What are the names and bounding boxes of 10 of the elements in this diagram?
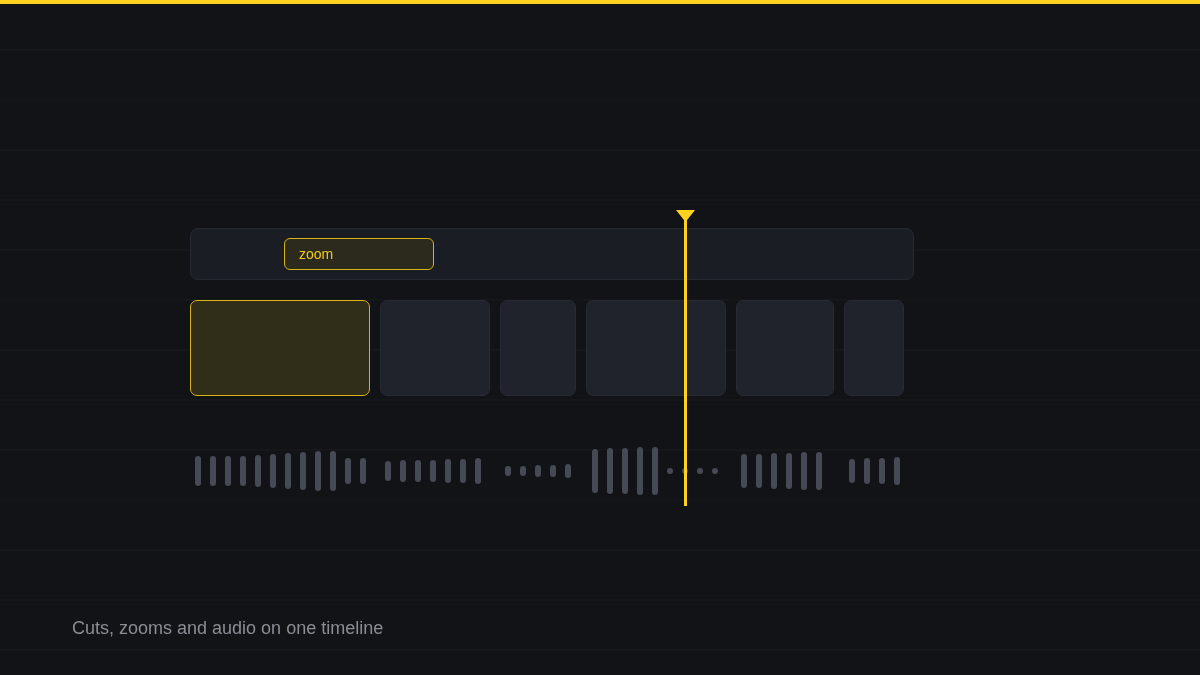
video-clip	[844, 300, 904, 396]
video-clip	[736, 300, 834, 396]
zoom-track	[190, 228, 914, 280]
video-clip	[586, 300, 726, 396]
video-clip	[380, 300, 490, 396]
caption: Cuts, zooms and audio on one timeline	[72, 618, 384, 639]
segment-label: zoom	[299, 246, 334, 262]
video-clip	[190, 300, 370, 396]
video-clip	[500, 300, 576, 396]
zoom-segment	[284, 238, 434, 270]
